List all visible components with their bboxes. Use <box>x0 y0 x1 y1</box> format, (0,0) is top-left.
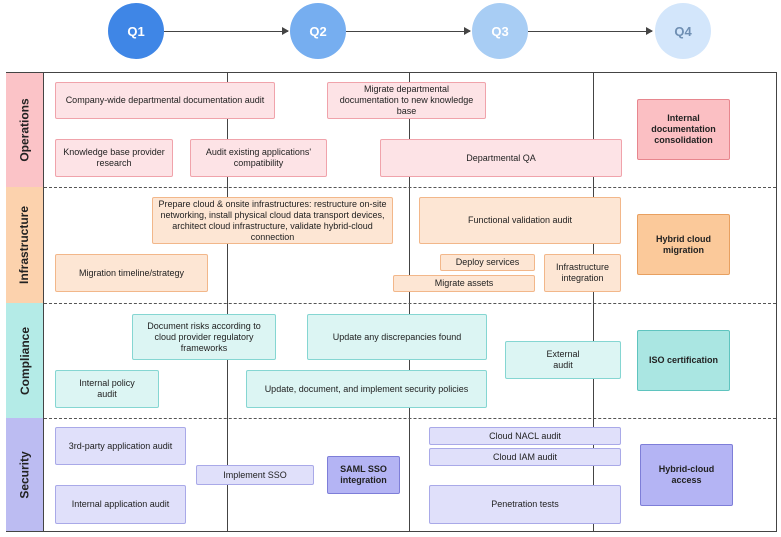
lane-divider-2 <box>44 303 776 304</box>
lane-divider-3 <box>44 418 776 419</box>
arrow-q3-q4 <box>528 27 653 35</box>
task-external-audit[interactable]: External audit <box>505 341 621 379</box>
task-deploy-services[interactable]: Deploy services <box>440 254 535 271</box>
task-functional-validation[interactable]: Functional validation audit <box>419 197 621 244</box>
task-penetration-tests[interactable]: Penetration tests <box>429 485 621 524</box>
task-kb-research[interactable]: Knowledge base provider research <box>55 139 173 177</box>
lane-label-operations: Operations <box>17 98 32 162</box>
task-update-discrepancies[interactable]: Update any discrepancies found <box>307 314 487 360</box>
quarter-q3: Q3 <box>472 3 528 59</box>
quarter-q4: Q4 <box>655 3 711 59</box>
task-migrate-docs[interactable]: Migrate departmental documentation to ne… <box>327 82 486 119</box>
task-third-party-audit[interactable]: 3rd-party application audit <box>55 427 186 465</box>
lane-divider-1 <box>44 187 776 188</box>
task-prepare-cloud[interactable]: Prepare cloud & onsite infrastructures: … <box>152 197 393 244</box>
lane-label-infrastructure: Infrastructure <box>17 205 32 285</box>
quarter-q1: Q1 <box>108 3 164 59</box>
quarter-divider-1 <box>227 73 228 531</box>
task-saml-sso[interactable]: SAML SSO integration <box>327 456 400 494</box>
lane-compliance: Compliance <box>6 303 44 418</box>
task-migration-timeline[interactable]: Migration timeline/strategy <box>55 254 208 292</box>
milestone-iso-certification[interactable]: ISO certification <box>637 330 730 391</box>
milestone-doc-consolidation[interactable]: Internal documentation consolidation <box>637 99 730 160</box>
task-internal-app-audit[interactable]: Internal application audit <box>55 485 186 524</box>
quarter-q2: Q2 <box>290 3 346 59</box>
quarter-divider-2 <box>409 73 410 531</box>
task-cloud-iam[interactable]: Cloud IAM audit <box>429 448 621 466</box>
lane-label-security: Security <box>17 450 32 499</box>
task-implement-sso[interactable]: Implement SSO <box>196 465 314 485</box>
arrow-q2-q3 <box>346 27 471 35</box>
milestone-hybrid-cloud-migration[interactable]: Hybrid cloud migration <box>637 214 730 275</box>
task-dept-doc-audit[interactable]: Company-wide departmental documentation … <box>55 82 275 119</box>
task-cloud-nacl[interactable]: Cloud NACL audit <box>429 427 621 445</box>
task-document-risks[interactable]: Document risks according to cloud provid… <box>132 314 276 360</box>
lane-label-compliance: Compliance <box>17 326 32 395</box>
task-update-security-policies[interactable]: Update, document, and implement security… <box>246 370 487 408</box>
lane-security: Security <box>6 418 44 531</box>
lane-infrastructure: Infrastructure <box>6 187 44 303</box>
task-dept-qa[interactable]: Departmental QA <box>380 139 622 177</box>
task-internal-policy-audit[interactable]: Internal policy audit <box>55 370 159 408</box>
task-migrate-assets[interactable]: Migrate assets <box>393 275 535 292</box>
task-infra-integration[interactable]: Infrastructure integration <box>544 254 621 292</box>
lane-operations: Operations <box>6 73 44 187</box>
milestone-hybrid-cloud-access[interactable]: Hybrid-cloud access <box>640 444 733 506</box>
arrow-q1-q2 <box>164 27 289 35</box>
task-audit-apps[interactable]: Audit existing applications' compatibili… <box>190 139 327 177</box>
quarter-divider-3 <box>593 73 594 531</box>
